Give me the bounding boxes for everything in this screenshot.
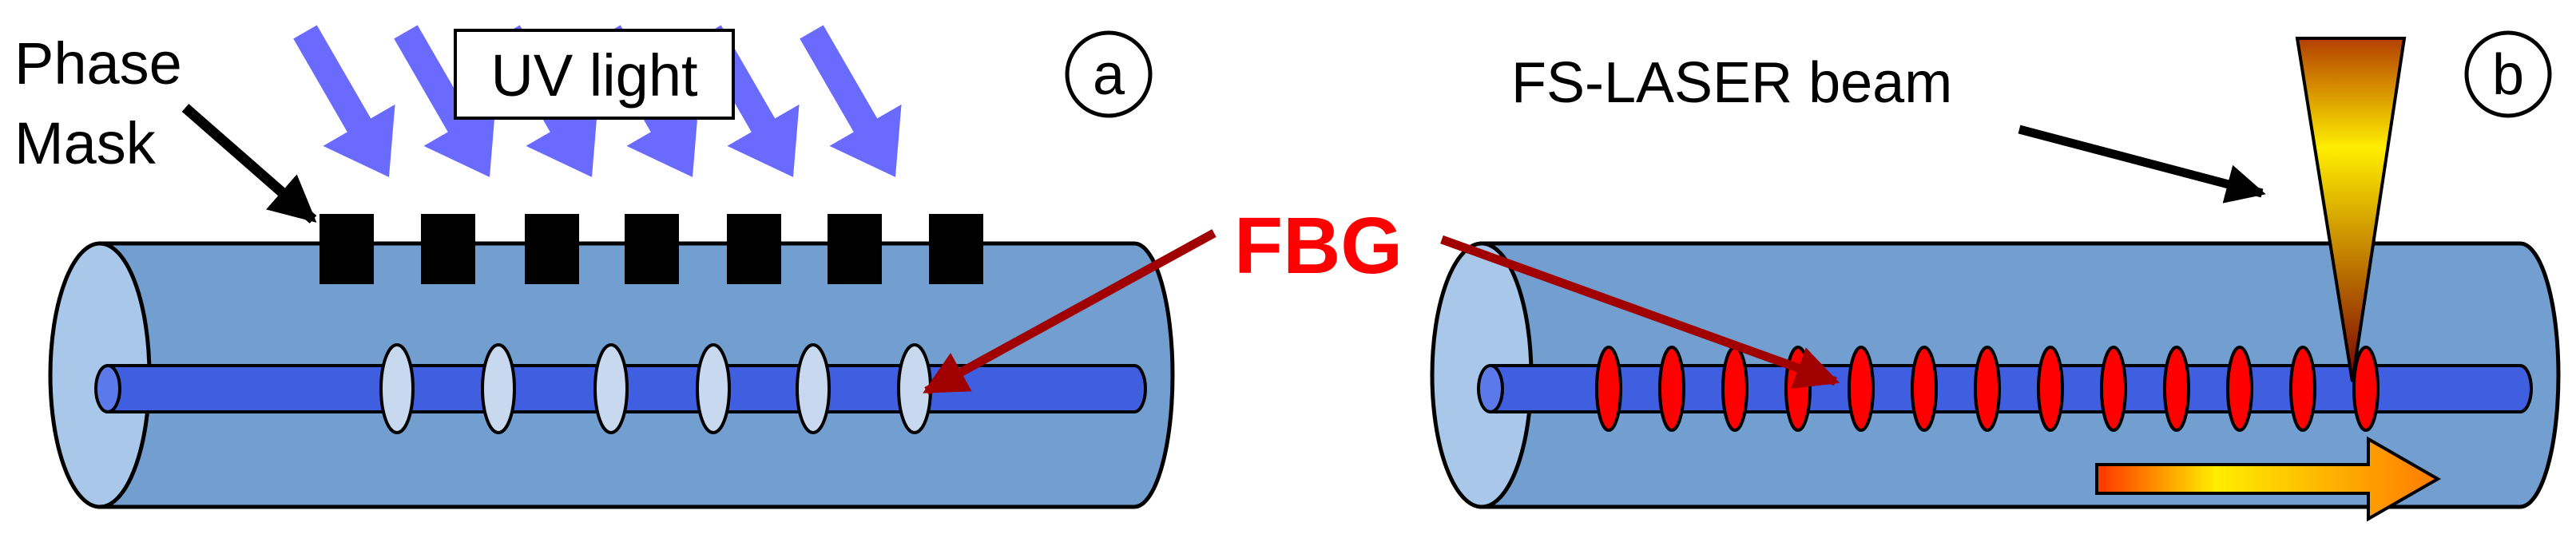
fs-grating-fringe	[2289, 346, 2316, 432]
fs-grating-fringe	[2163, 346, 2190, 432]
fs-laser-label: FS-LASER beam	[1511, 51, 1952, 115]
fs-grating-fringe	[2100, 346, 2127, 432]
fs-grating-fringe	[2226, 346, 2253, 432]
panel-b: FS-LASER beam b	[1430, 30, 2561, 522]
uv-light-arrow-icon	[293, 25, 395, 177]
uv-grating	[379, 343, 932, 434]
uv-light-arrow-icon	[800, 25, 902, 177]
uv-grating-fringe	[696, 343, 731, 434]
uv-grating-fringe	[796, 343, 831, 434]
uv-light-label-box: UV light	[454, 29, 735, 120]
laser-beam-cone-icon	[2295, 37, 2407, 382]
phase-mask-label-line1: Phase	[14, 30, 182, 97]
fs-grating-fringe	[1848, 346, 1875, 432]
panel-a: UV light Phase Mask	[14, 25, 1175, 509]
panel-a-badge: a	[1065, 30, 1153, 118]
translation-direction-arrow-icon	[2095, 436, 2442, 522]
fiber-b	[1430, 241, 2561, 509]
phase-mask-block	[625, 214, 679, 284]
fs-grating-fringe	[1721, 346, 1748, 432]
phase-mask-block	[828, 214, 882, 284]
fs-laser-pointer-arrow	[2018, 125, 2266, 204]
fiber-b-core	[1489, 364, 2533, 413]
fbg-pointer-arrow-right	[1440, 235, 1840, 390]
fbg-callout: FBG	[923, 201, 1840, 395]
phase-mask-block	[320, 214, 374, 284]
phase-mask-block	[525, 214, 579, 284]
fs-grating-fringe	[2037, 346, 2064, 432]
uv-grating-fringe	[481, 343, 516, 434]
phase-mask-block	[421, 214, 475, 284]
uv-light-label: UV light	[490, 42, 698, 109]
fs-grating-fringe	[1784, 346, 1812, 432]
phase-mask-block	[727, 214, 781, 284]
uv-grating-fringe	[593, 343, 629, 434]
fs-grating-fringe	[1974, 346, 2001, 432]
fs-grating-fringe	[1658, 346, 1685, 432]
fs-grating-fringe	[1911, 346, 1938, 432]
uv-grating-fringe	[379, 343, 415, 434]
fiber-a-core-end	[94, 364, 121, 413]
phase-mask-label-line2: Mask	[14, 110, 157, 176]
fbg-pointer-arrow-left	[923, 229, 1217, 395]
panel-b-badge: b	[2464, 30, 2552, 118]
fs-grating-fringe	[1595, 346, 1622, 432]
panel-a-badge-letter: a	[1093, 43, 1125, 107]
uv-light-arrow-icon	[394, 25, 496, 177]
fs-grating-fringe	[2352, 346, 2380, 432]
fbg-label: FBG	[1234, 201, 1403, 291]
fiber-b-core-end	[1477, 364, 1504, 413]
phase-mask-block	[929, 214, 983, 284]
panel-b-badge-letter: b	[2492, 43, 2524, 107]
phase-mask-pointer-arrow	[181, 104, 317, 224]
phase-mask	[320, 214, 983, 284]
fiber-a	[48, 241, 1175, 509]
